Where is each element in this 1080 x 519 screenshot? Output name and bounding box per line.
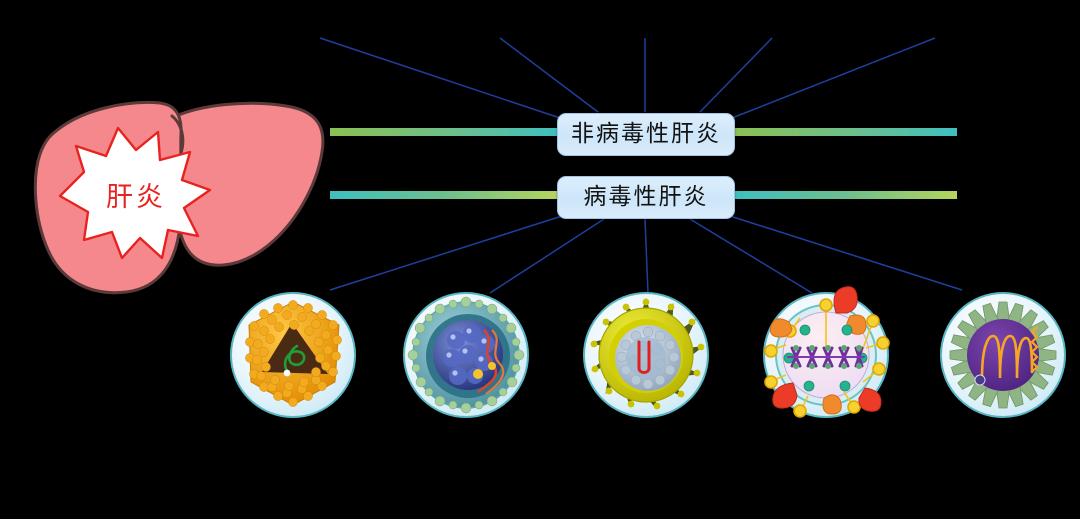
- hcv-spike-heads: [590, 298, 705, 410]
- hbv-capsid-highlights: [446, 328, 487, 376]
- bar-viral-right: [733, 191, 957, 199]
- hav-genome-end: [283, 369, 291, 377]
- hcv-rna: [637, 340, 651, 374]
- virus-disc-hdv[interactable]: [763, 286, 890, 418]
- connector-lines-nonviral: [319, 37, 936, 119]
- hav-capsomer-dots: [245, 300, 342, 407]
- connector-viral-1: [329, 215, 563, 291]
- hbv-surface-antigens: [407, 296, 525, 414]
- hdv-ribonucleoprotein: [787, 346, 865, 368]
- burst-label: 肝炎: [106, 182, 166, 213]
- label-box-viral-text: 病毒性肝炎: [583, 184, 709, 210]
- hbv-polymerase-2: [488, 362, 496, 370]
- hcv-core-center: [626, 337, 666, 377]
- label-box-nonviral-text: 非病毒性肝炎: [571, 121, 721, 147]
- bar-nonviral-right: [733, 128, 957, 136]
- virus-disc-hcv[interactable]: [583, 292, 709, 418]
- virus-disc-hbv[interactable]: [403, 292, 529, 418]
- label-box-viral-hepatitis[interactable]: 病毒性肝炎: [557, 176, 735, 219]
- hdv-surface-proteins-red: [772, 286, 882, 412]
- hev-rna-coil: [980, 334, 1034, 380]
- connector-nonviral-4: [699, 37, 773, 113]
- hev-capsid: [967, 319, 1039, 391]
- virus-disc-hev[interactable]: [940, 292, 1066, 418]
- connector-nonviral-5: [731, 37, 936, 119]
- connector-viral-4: [689, 218, 813, 294]
- connector-viral-3: [644, 218, 649, 294]
- connector-viral-5: [729, 215, 963, 291]
- burst-shape: [58, 126, 212, 260]
- hev-rna-tail: [1030, 325, 1039, 374]
- hav-genome: [283, 344, 306, 374]
- bar-nonviral-left: [330, 128, 558, 136]
- connector-lines-viral: [329, 215, 963, 294]
- hdv-rnp-nodes: [793, 345, 862, 369]
- label-box-nonviral-hepatitis[interactable]: 非病毒性肝炎: [557, 113, 735, 156]
- virus-disc-hav[interactable]: [230, 292, 356, 418]
- connector-nonviral-1: [319, 37, 561, 119]
- connector-viral-2: [489, 218, 605, 294]
- hbv-dna-strand-2: [485, 329, 505, 395]
- bar-viral-left: [330, 191, 558, 199]
- connector-nonviral-2: [499, 37, 599, 113]
- hev-protein-marker: [974, 374, 986, 386]
- liver-illustration: 肝炎: [33, 101, 325, 295]
- hbv-polymerase-1: [473, 369, 483, 379]
